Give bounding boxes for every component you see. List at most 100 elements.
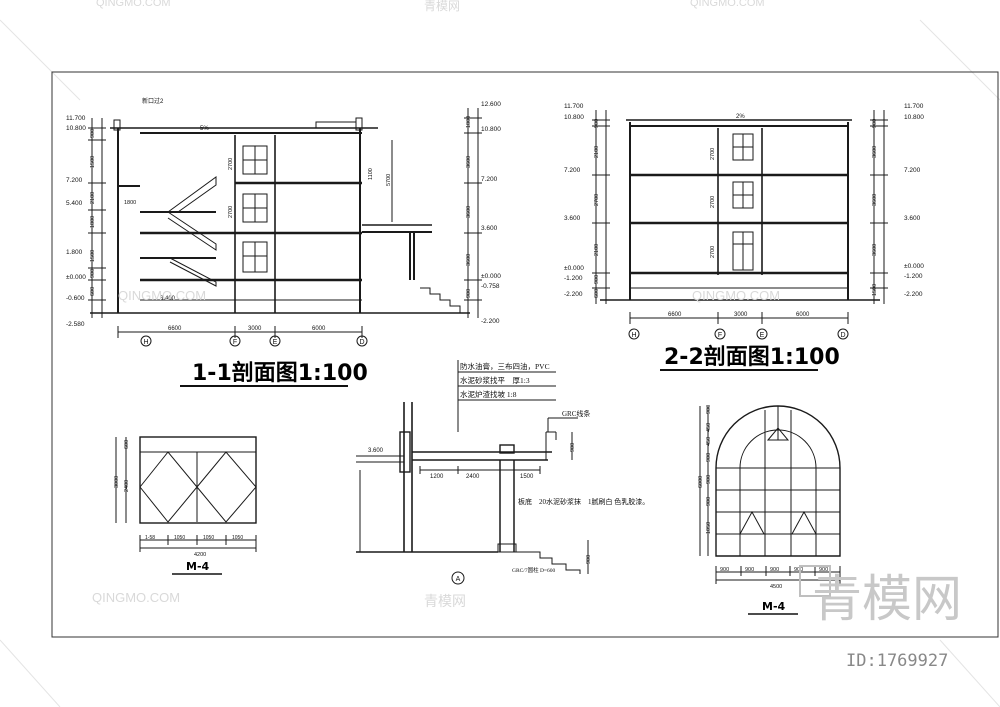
s2-axis-h: H [631,332,636,339]
s2-ldim-3: 2100 [594,244,600,256]
win-wdim-1: 900 [745,567,754,573]
section-1-1-labels: 11.700 10.800 7.200 5.400 1.800 ±0.000 -… [66,97,501,332]
s2-rdim-1: 3600 [872,146,878,158]
sheet-frame [51,71,999,638]
door-total-width: 4200 [194,552,206,558]
win-hdim-7: 6000 [698,476,704,488]
s1-rlevel-6: -2.200 [481,318,500,325]
s2-axis-d: D [840,332,845,339]
s2-ldim-2: 2700 [594,194,600,206]
s2-ldim-4: 900 [594,275,600,284]
section-1-1-axes: H F E D [140,335,368,347]
s1-rdim-2: 3600 [466,206,472,218]
win-hdim-6: 1050 [706,522,712,534]
s1-bdim-1: 3000 [248,326,262,332]
canopy-dim-2: 1500 [520,474,534,480]
s2-level-4: ±0.000 [564,265,584,272]
watermark-cn-small-1: 青模网 [424,593,466,609]
s2-idim-2: 2700 [710,246,716,258]
s2-rlevel-5: -1.200 [904,273,923,280]
section-2-2-axes: H F E D [628,328,849,340]
s2-rlevel-1: 10.800 [904,114,924,121]
s1-rlevel-2: 7.200 [481,176,498,183]
s1-idim-4: 1800 [124,200,136,206]
s1-ldim-3: 1800 [90,216,96,228]
watermark-cn-small-2: 青模网 [424,0,460,13]
s1-axis-h: H [143,339,148,346]
section-1-1-title: 1-1剖面图1:100 [192,360,368,386]
s2-bdim-2: 6000 [796,312,810,318]
s1-ldim-1: 1500 [90,156,96,168]
s1-axis-f: F [233,339,237,346]
canopy-axis: A [456,576,461,583]
s2-ldim-5: 600 [594,289,600,298]
door-wdim-3: 1050 [232,535,243,541]
s2-level-3: 3.600 [564,215,581,222]
watermark-en-3: QINGMO.COM [92,590,180,605]
watermark-en-1: QINGMO.COM [118,288,206,303]
s2-bdim-1: 3000 [734,312,748,318]
s1-ldim-4: 1500 [90,250,96,262]
win-wdim-3: 900 [794,567,803,573]
watermarks: QINGMO.COM QINGMO.COM QINGMO.COM QINGMO.… [92,0,780,609]
door-hdim-2: 3000 [114,476,120,488]
s1-rlevel-0: 12.600 [481,101,501,108]
s2-rdim-4: 1500 [872,284,878,296]
s1-level-2: 7.200 [66,177,83,184]
s1-rdim-4: 900 [466,289,472,298]
s1-level-3: 5.400 [66,200,83,207]
canopy-dim-4: 900 [586,555,592,564]
image-id-label: ID:1769927 [846,651,948,671]
s1-level-0: 11.700 [66,115,86,122]
canopy-column-note: GRC/7圆柱 D=600 [512,566,556,574]
s2-ldim-1: 2100 [594,146,600,158]
s1-level-1: 10.800 [66,125,86,132]
s1-idim-0: 2700 [228,158,234,170]
window-elevation-title: M-4 [762,600,786,613]
s1-level-5: ±0.000 [66,274,86,281]
s1-rlevel-5: -0.758 [481,283,500,290]
s1-stair-level: 3.400 [160,296,176,302]
door-wdim-2: 1050 [203,535,214,541]
canopy-note-2: 水泥炉渣找坡 1:8 [460,389,517,399]
win-hdim-3: 900 [706,453,712,462]
s1-axis-d: D [359,339,364,346]
canopy-detail-labels: 防水油膏，三布四油，PVC 水泥砂浆找平 厚1:3 水泥炉渣找坡 1:8 GRC… [368,361,649,585]
section-2-2 [595,110,885,324]
s1-ldim-2: 2100 [90,192,96,204]
s2-level-0: 11.700 [564,103,584,110]
win-hdim-4: 900 [706,475,712,484]
canopy-level: 3.600 [368,448,384,454]
s2-level-2: 7.200 [564,167,581,174]
s1-rdim-0: 1800 [466,116,472,128]
s1-callout: 新口过2 [142,97,164,105]
section-2-2-labels: 11.700 10.800 7.200 3.600 ±0.000 -1.200 … [564,103,924,318]
s1-rlevel-3: 3.600 [481,225,498,232]
watermark-en-2: QINGMO.COM [692,288,780,303]
s2-rdim-0: 900 [872,119,878,128]
s1-idim-1: 2700 [228,206,234,218]
door-elevation-labels: 600 2400 3000 1-58 1050 1050 1050 4200 [114,440,243,558]
s1-rdim-1: 3600 [466,156,472,168]
s1-ldim-5: 900 [90,269,96,278]
door-hdim-0: 600 [124,440,130,449]
canopy-dim-3: 900 [570,443,576,452]
canopy-detail [356,360,589,574]
s2-slope: 2% [736,114,745,120]
s2-rdim-2: 3600 [872,194,878,206]
watermark-logo: 青模网 [799,565,962,628]
win-total-width: 4500 [770,584,782,590]
door-elevation-title: M-4 [186,560,210,573]
s1-idim-3: 1100 [368,168,374,180]
s1-rdim-3: 3600 [466,254,472,266]
watermark-brand-large: 青模网 [812,570,962,628]
s2-rlevel-0: 11.700 [904,103,924,110]
background-diagonals [0,19,1000,707]
door-hdim-1: 2400 [124,480,130,492]
s1-ldim-6: 600 [90,287,96,296]
s2-axis-f: F [718,332,722,339]
s1-level-7: -2.580 [66,321,85,328]
s1-bdim-0: 6600 [168,326,182,332]
door-elevation [115,436,257,552]
win-wdim-2: 900 [770,567,779,573]
